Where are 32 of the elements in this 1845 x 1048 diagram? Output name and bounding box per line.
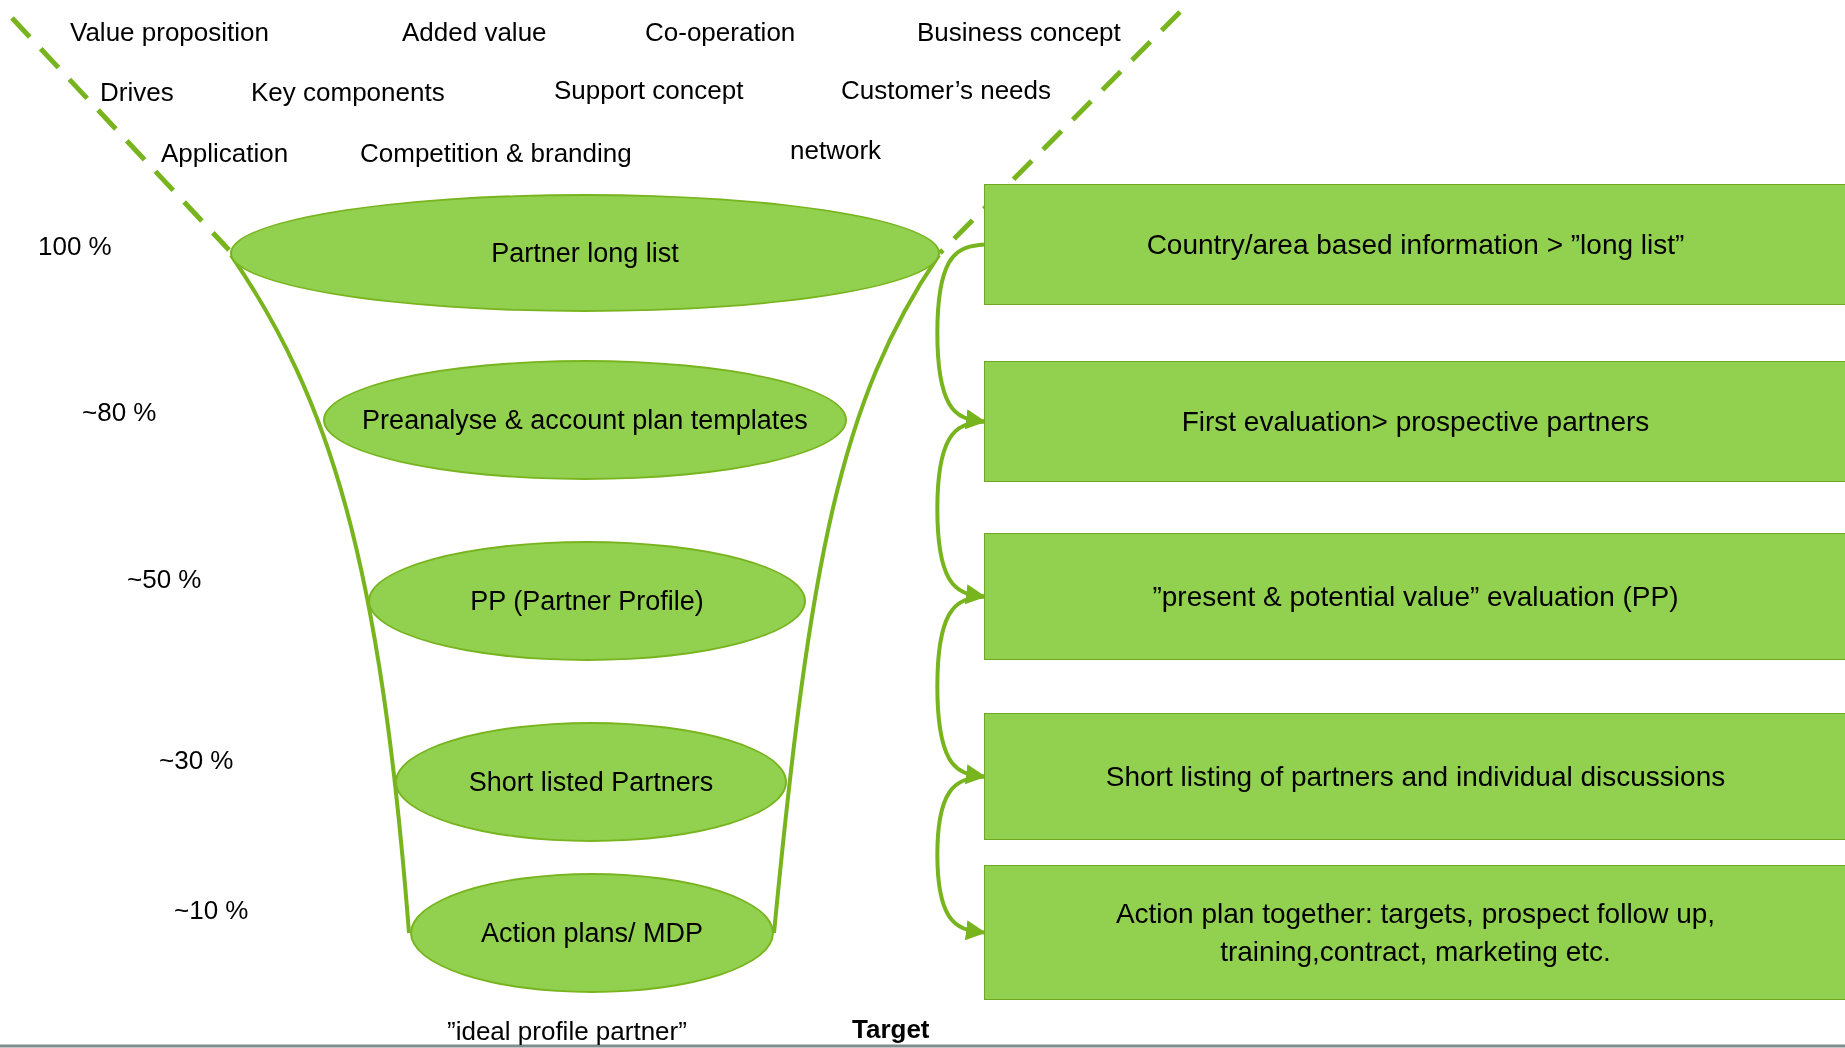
concept-term: Competition & branding [360,137,632,169]
step-box: Short listing of partners and individual discussions [984,713,1845,840]
curved-arrow [935,242,986,430]
percentage-label: ~80 % [82,396,157,428]
step-box: First evaluation> prospective partners [984,361,1845,482]
concept-term: Application [161,137,289,169]
concept-term: Value proposition [70,16,269,48]
concept-term: network [790,134,882,166]
concept-term: Support concept [554,74,744,106]
funnel-stage-ellipse: Preanalyse & account plan templates [323,360,847,480]
percentage-label: ~10 % [174,894,249,926]
caption-text: ”ideal profile partner” [447,1015,687,1047]
step-box: Action plan together: targets, prospect follow up, training,contract, marketing etc. [984,865,1845,1000]
curved-arrow [935,774,986,941]
concept-term: Customer’s needs [841,74,1052,106]
funnel-stage-ellipse: PP (Partner Profile) [368,541,806,661]
percentage-label: ~30 % [159,744,234,776]
concept-term: Drives [100,76,174,108]
funnel-stage-ellipse: Action plans/ MDP [410,873,774,993]
percentage-label: 100 % [38,230,112,262]
concept-term: Co-operation [645,16,796,48]
percentage-label: ~50 % [127,563,202,595]
step-box: Country/area based information > ”long list” [984,184,1845,305]
funnel-stage-ellipse: Short listed Partners [395,722,787,842]
concept-term: Key components [251,76,445,108]
concept-term: Business concept [917,16,1121,48]
step-box: ”present & potential value” evaluation (PP) [984,533,1845,660]
curved-arrow [935,419,986,605]
target-label: Target [852,1013,930,1045]
curved-arrow [935,594,986,785]
concept-term: Added value [402,16,547,48]
funnel-stage-ellipse: Partner long list [230,194,940,312]
